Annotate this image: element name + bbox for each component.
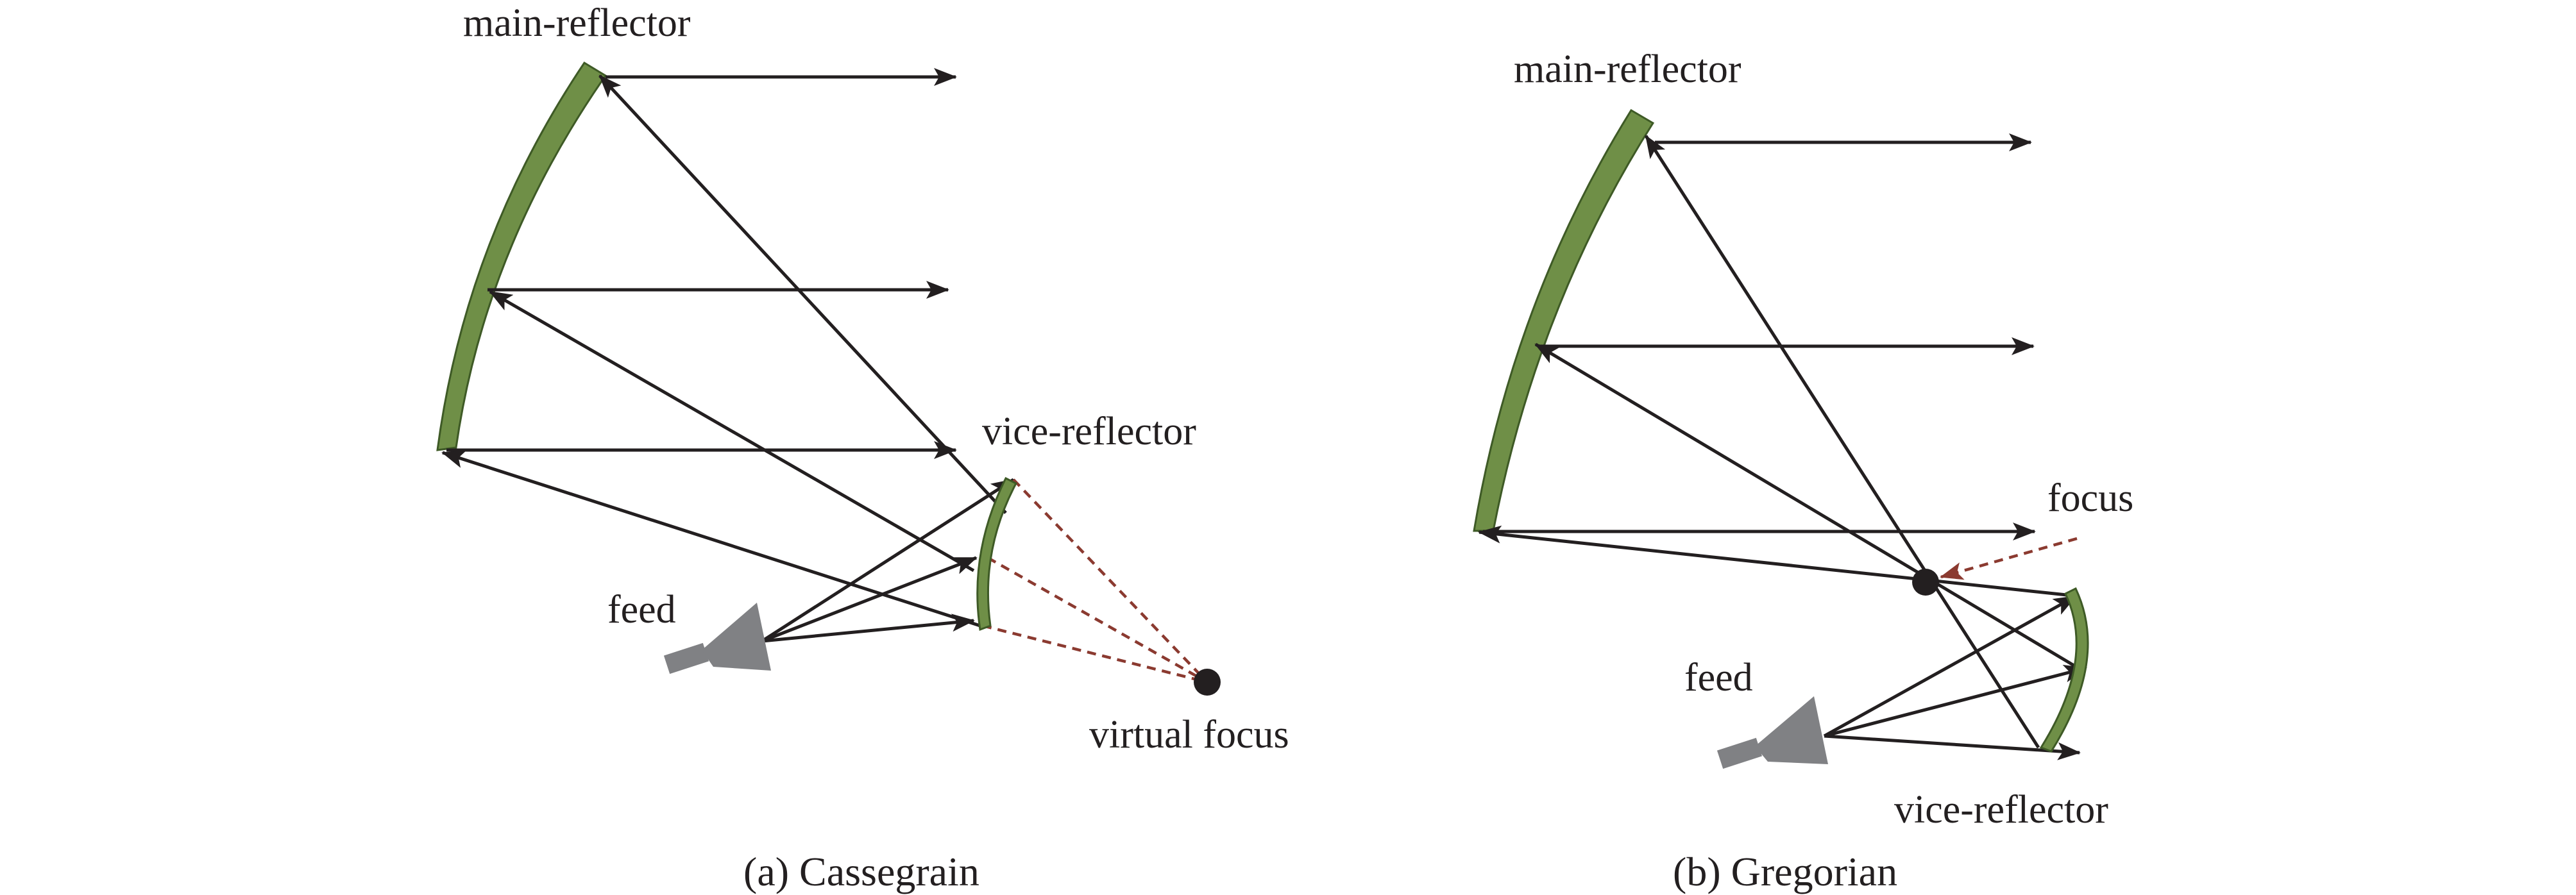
vice-reflector-label-b: vice-reflector: [1894, 788, 2108, 832]
feed-ray-a-2: [761, 556, 978, 643]
focus-dot: [1912, 569, 1939, 596]
vice-reflector-label-a: vice-reflector: [982, 410, 1196, 453]
virtual-ray-a-1: [1012, 478, 1208, 683]
focus-label: focus: [2047, 476, 2133, 520]
caption-a: (a) Cassegrain: [743, 849, 979, 894]
feed-ray-a-1: [761, 478, 1015, 643]
feed-ray-b-1: [1823, 594, 2077, 738]
feed-horn-b: [1716, 696, 1828, 769]
panel-gregorian: main-reflector focus feed vice-reflector…: [1473, 47, 2133, 894]
main-reflector-a: [436, 61, 607, 451]
feed-horn-a: [663, 603, 771, 674]
reflected-ray-a-1: [598, 74, 1007, 514]
virtual-focus-dot: [1194, 669, 1221, 696]
reflected-ray-b-3: [1478, 525, 2067, 597]
main-reflector-label-a: main-reflector: [463, 1, 691, 45]
feed-label-a: feed: [607, 588, 676, 632]
vice-reflector-a: [976, 476, 1018, 632]
virtual-ray-a-2: [987, 556, 1208, 683]
virtual-ray-a-3: [982, 624, 1208, 684]
panel-cassegrain: main-reflector vice-reflector feed virtu…: [436, 1, 1289, 894]
focus-pointer: [1940, 537, 2078, 580]
caption-b: (b) Gregorian: [1673, 849, 1897, 894]
vice-reflector-b: [2039, 587, 2089, 753]
feed-ray-a-3: [761, 614, 975, 643]
feed-ray-b-2: [1824, 664, 2087, 738]
feed-ray-b-3: [1824, 734, 2081, 760]
virtual-focus-label: virtual focus: [1089, 713, 1289, 757]
main-reflector-label-b: main-reflector: [1514, 47, 1741, 91]
reflected-ray-b-2: [1534, 342, 2080, 670]
reflected-ray-a-2: [489, 290, 975, 573]
reflected-ray-b-1: [1644, 135, 2040, 749]
feed-label-b: feed: [1684, 656, 1753, 699]
main-reflector-b: [1473, 108, 1655, 532]
reflected-ray-a-3: [441, 451, 981, 628]
